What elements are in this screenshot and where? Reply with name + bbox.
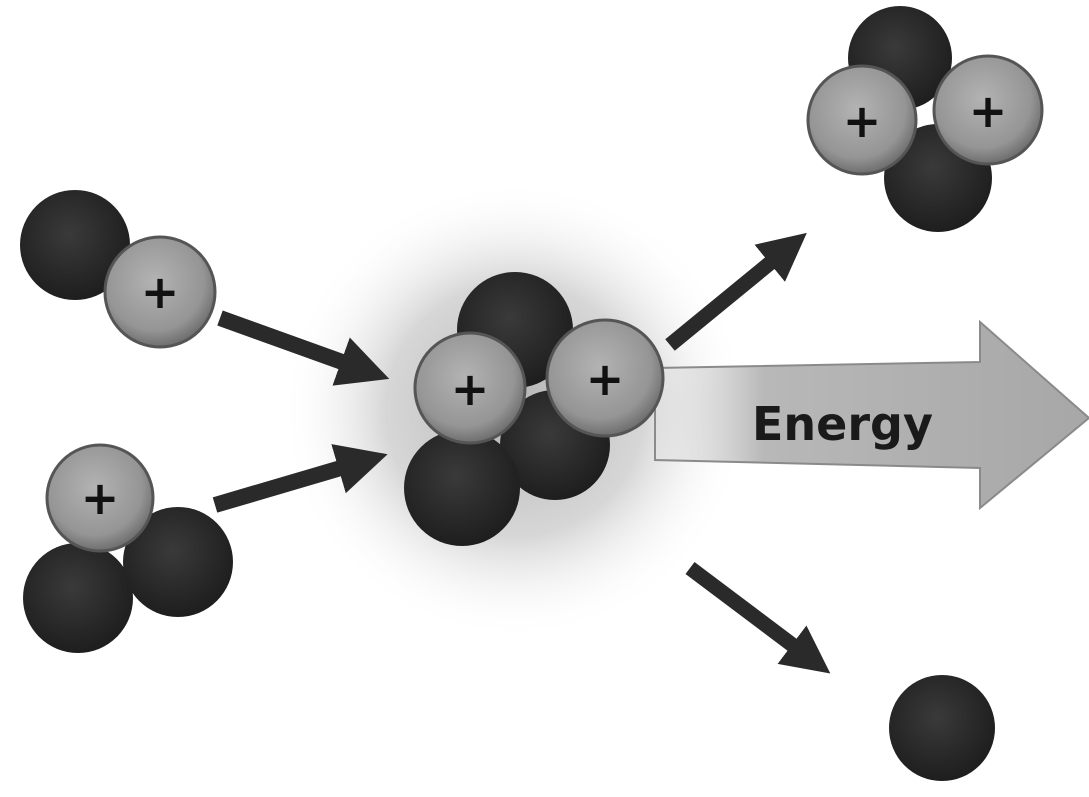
- proton-charge-label: +: [141, 265, 180, 319]
- neutron: [23, 543, 133, 653]
- deuterium-nucleus: +: [20, 190, 215, 347]
- proton-charge-label: +: [451, 362, 490, 416]
- outgoing-arrow-neutron: [690, 568, 815, 662]
- energy-label: Energy: [752, 397, 933, 451]
- helium-nucleus: + +: [808, 6, 1042, 232]
- proton-charge-label: +: [586, 352, 625, 406]
- tritium-nucleus: +: [23, 445, 233, 653]
- free-neutron: [889, 675, 995, 781]
- neutron: [404, 430, 520, 546]
- proton-charge-label: +: [843, 94, 882, 148]
- proton-charge-label: +: [969, 84, 1008, 138]
- proton-charge-label: +: [81, 471, 120, 525]
